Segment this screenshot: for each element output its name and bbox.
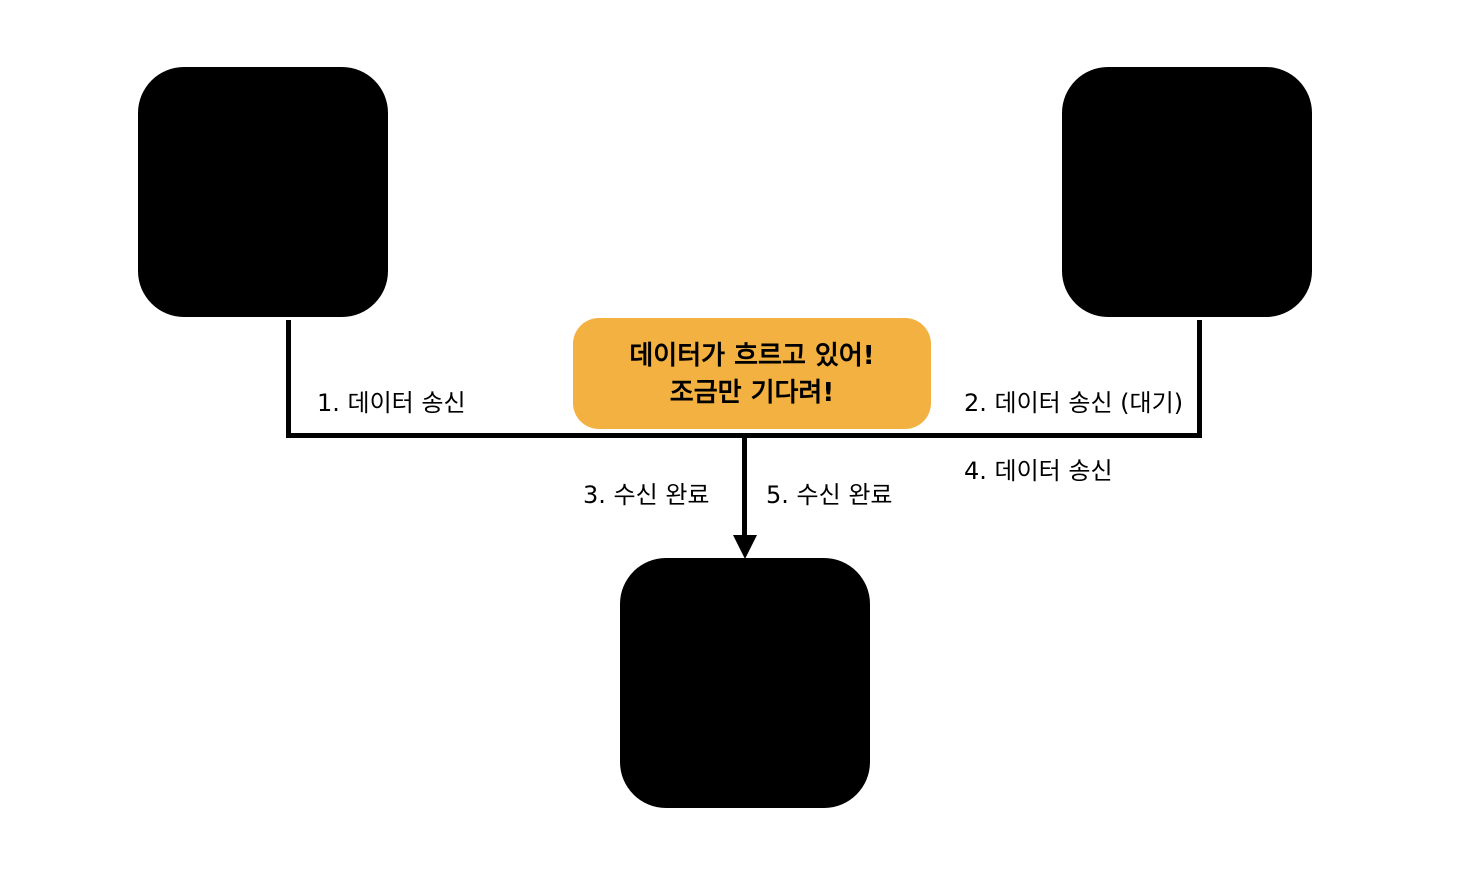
connector-right-vertical: [1197, 320, 1202, 438]
step-label-5: 5. 수신 완료: [766, 481, 893, 509]
step-label-3: 3. 수신 완료: [583, 481, 710, 509]
callout-line-1: 데이터가 흐르고 있어!: [629, 340, 875, 371]
connector-left-vertical: [286, 320, 291, 438]
sender-node-right: [1062, 67, 1312, 317]
step-label-2: 2. 데이터 송신 (대기): [964, 389, 1184, 417]
sender-node-left: [138, 67, 388, 317]
callout-line-2: 조금만 기다려!: [669, 377, 835, 408]
arrow-down-icon: [733, 535, 757, 559]
receiver-node-bottom: [620, 558, 870, 808]
connector-center-vertical: [742, 435, 747, 541]
step-label-4: 4. 데이터 송신: [964, 457, 1113, 485]
status-callout: 데이터가 흐르고 있어! 조금만 기다려!: [573, 318, 931, 429]
step-label-1: 1. 데이터 송신: [317, 389, 466, 417]
